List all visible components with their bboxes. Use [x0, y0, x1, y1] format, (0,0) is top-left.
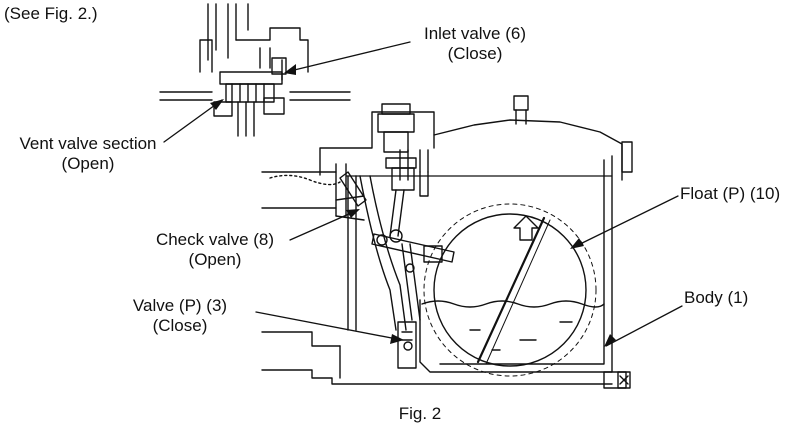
figure-caption: Fig. 2 [380, 404, 460, 424]
inlet-valve-label: Inlet valve (6) (Close) [410, 24, 540, 64]
vent-valve-state: (Open) [61, 154, 115, 173]
see-fig-text: (See Fig. 2.) [4, 4, 98, 23]
inlet-valve-state: (Close) [447, 44, 503, 63]
leader-lines [163, 41, 683, 347]
see-fig-reference: (See Fig. 2.) [4, 4, 98, 24]
detail-view-vent-inlet [159, 3, 351, 137]
leader-arrowheads [210, 64, 616, 347]
body-label: Body (1) [684, 288, 748, 308]
inlet-valve-name: Inlet valve (6) [423, 24, 527, 43]
valve-p-label: Valve (P) (3) (Close) [110, 296, 250, 336]
check-valve-name: Check valve (8) [155, 230, 275, 249]
vent-valve-name: Vent valve section [19, 134, 157, 153]
valve-p-state: (Close) [152, 316, 208, 335]
check-valve-label: Check valve (8) (Open) [140, 230, 290, 270]
float-p-name: Float (P) (10) [680, 184, 781, 203]
main-body-drawing [261, 95, 633, 389]
valve-p-name: Valve (P) (3) [132, 296, 228, 315]
figure-caption-text: Fig. 2 [398, 404, 442, 423]
check-valve-state: (Open) [188, 250, 242, 269]
vent-valve-label: Vent valve section (Open) [4, 134, 172, 174]
body-name: Body (1) [684, 288, 749, 307]
float-p-label: Float (P) (10) [680, 184, 780, 204]
